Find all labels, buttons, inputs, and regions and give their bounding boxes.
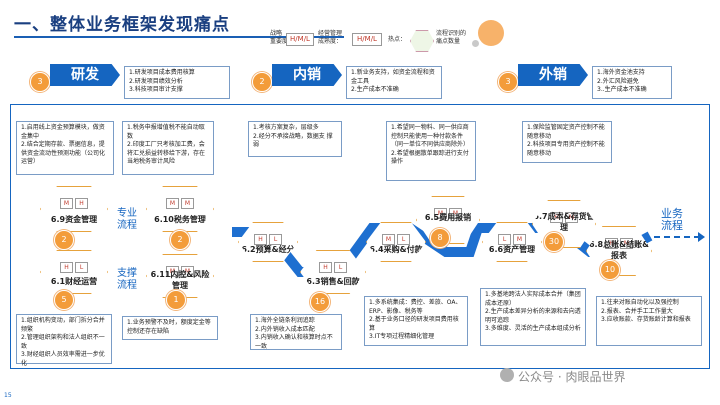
- legend-hotspot-label: 热点：: [388, 36, 407, 43]
- legend-mgmt-label: 经营管理: [318, 30, 343, 37]
- note-bottom-cost: 1.多基地跨法人实际成本合并（集团成本还原） 2.生产成本差异分析的来源和去向透…: [480, 288, 586, 346]
- note-top-fund: 1.启用线上资金预算模块，做资金集中 2.结合定期存款、票据信息，提供资金流动性…: [16, 121, 114, 175]
- legend-strategy-value: H/M/L: [286, 33, 314, 46]
- note-bottom-risk: 1.业务预警不及时，额度定金等控制还存在缺陷: [122, 316, 218, 340]
- process-label: 6.5费用报销: [424, 213, 472, 222]
- domain-banner-rd: 研发: [50, 64, 120, 86]
- process-label: 6.4采购&付款: [369, 245, 423, 254]
- note-top-budget: 1.考核方案复杂，层级多 2.经分不承接战略，数据支 撑 弱: [248, 121, 342, 157]
- title-underline: [14, 36, 344, 38]
- process-badge: 16: [310, 292, 330, 312]
- note-top-asset: 1.保险监管固定资产控制不能随意移动 2.科技项目专用资产控制不能随意移动: [522, 121, 612, 163]
- business-flow-arrow: [654, 236, 700, 238]
- domain-badge: 2: [252, 72, 272, 92]
- legend-strategy-label-2: 重要度：: [270, 38, 295, 45]
- note-bottom-sales: 1.海外全链条利润追踪 2.内外销收入成本匹配 3.内销收入确认和核算时点不一致: [250, 314, 342, 350]
- process-label: 6.7成本&存货管理: [533, 212, 595, 232]
- decor-gray-dot-icon: [472, 40, 479, 47]
- decor-orange-circle-icon: [478, 20, 504, 46]
- process-label: 6.9资金管理: [50, 215, 98, 224]
- framework-panel: [10, 104, 710, 369]
- note-top-tax: 1.税务申报增值税不能自动取数 2.印度工厂只考核加工费，会将汇兑损益转移给下游…: [122, 121, 214, 175]
- process-label: 6.10税务管理: [154, 215, 206, 224]
- note-bottom-ledger: 1.往来对账自动化以及强控制 2.报表、合并手工工作量大 3.应收账款、存货账龄…: [596, 296, 702, 346]
- flow-label-business: 业务 流程: [661, 207, 683, 232]
- legend-strategy-label: 战略: [270, 30, 283, 37]
- process-label: 6.3销售&回款: [306, 277, 360, 286]
- process-label: 6.8总账&结账&报表: [588, 240, 650, 260]
- process-badge: 2: [170, 230, 190, 250]
- process-badge: 8: [430, 228, 450, 248]
- domain-badge: 3: [498, 72, 518, 92]
- flow-label-professional: 专业 流程: [117, 208, 137, 231]
- process-badge: 5: [54, 290, 74, 310]
- domain-notes-domestic: 1.新业务支持，如资金流程和资金工具 2.生产成本不准确: [346, 66, 442, 99]
- note-bottom-expense: 1.多系统集成：费控、差旅、OA、ERP、影像、税务等 2.基于业务口径的研发项…: [364, 296, 468, 346]
- process-label: 6.6资产管理: [488, 245, 536, 254]
- domain-badge: 3: [30, 72, 50, 92]
- legend-mgmt-value: H/M/L: [352, 33, 382, 46]
- process-badge: 30: [544, 232, 564, 252]
- note-bottom-ops: 1.组织机构变动，部门拆分合并频繁 2.管理组织架构和法人组织不一致 3.财经组…: [16, 314, 112, 367]
- note-top-procure: 1.希望同一物料、同一供应商控制只能使用一种付款条件（同一单位不同供应商除外） …: [386, 121, 476, 181]
- legend-hotspot-hex-icon: [410, 30, 434, 52]
- domain-notes-export: 1.海外资金池支持 2.外汇风险避免 3..生产成本不准确: [592, 66, 672, 99]
- process-badge: 2: [54, 230, 74, 250]
- business-flow-arrowhead-icon: [698, 232, 705, 242]
- legend-mgmt: 经营管理 成熟度：: [318, 30, 342, 46]
- wechat-icon: [500, 368, 514, 382]
- legend-strategy: 战略 重要度：: [270, 30, 294, 46]
- domain-banner-export: 外销: [518, 64, 588, 86]
- watermark: 公众号 · 肉眼品世界: [518, 370, 626, 384]
- process-label: 6.1财经运营: [50, 277, 98, 286]
- page-number: 15: [4, 392, 12, 399]
- legend-process-label: 流程识别的痛点数量: [436, 30, 467, 45]
- process-label: 6.2预算&经分: [241, 245, 295, 254]
- domain-notes-rd: 1.研发项目成本费用核算 2.研发项目绩效分析 3.科技项目审计支撑: [124, 66, 230, 99]
- process-badge: 10: [600, 260, 620, 280]
- page-title: 一、整体业务框架发现痛点: [14, 15, 230, 35]
- flow-label-support: 支撑 流程: [117, 268, 137, 291]
- legend-mgmt-label-2: 成熟度：: [318, 38, 343, 45]
- process-badge: 1: [166, 290, 186, 310]
- domain-banner-domestic: 内销: [272, 64, 342, 86]
- process-label: 6.11内控&风险管理: [150, 270, 210, 290]
